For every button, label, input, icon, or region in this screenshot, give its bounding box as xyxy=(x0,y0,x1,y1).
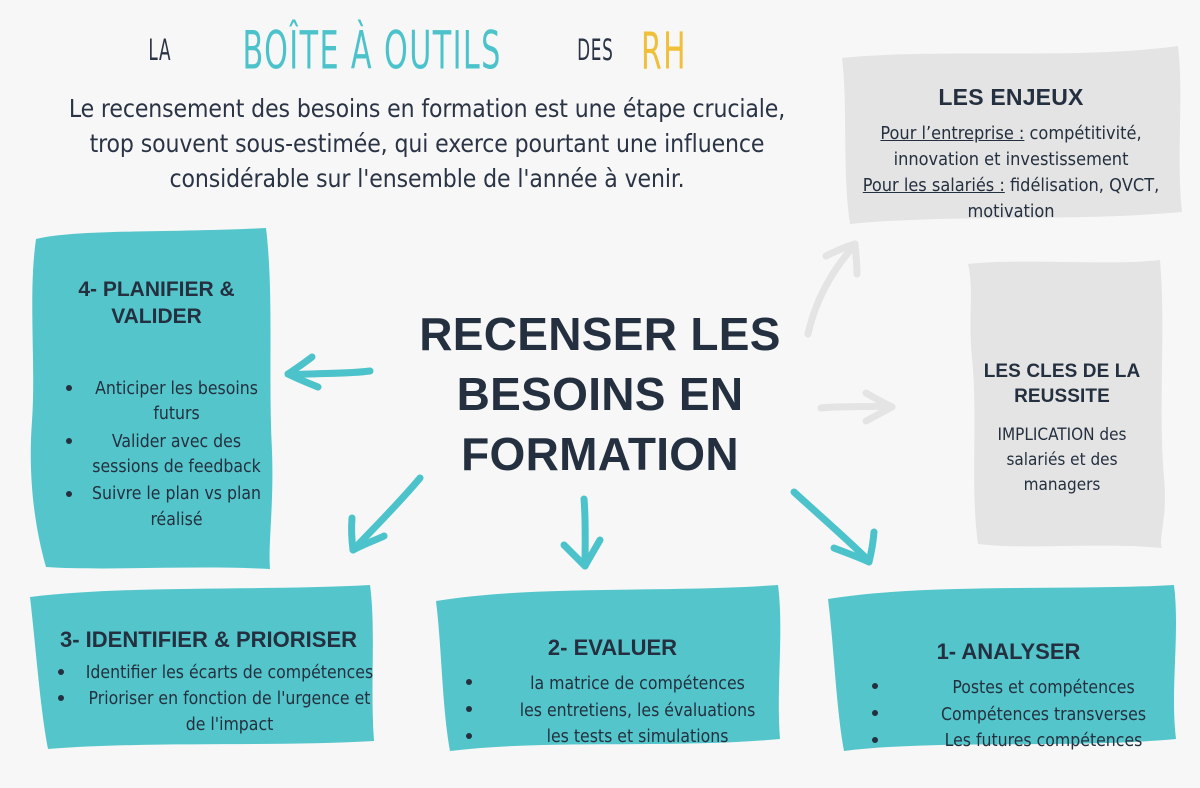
intro-paragraph: Le recensement des besoins en formation … xyxy=(68,94,786,193)
list-item-label: Postes et compétences xyxy=(952,678,1135,698)
bullet-icon xyxy=(466,732,472,739)
card-step-3-title: 3- IDENTIFIER & PRIORISER xyxy=(59,627,358,652)
list-item: Suivre le plan vs plan réalisé xyxy=(66,482,265,533)
brand-title: LA BOÎTE À OUTILS DES RH xyxy=(148,20,686,82)
arrow-down-left-to-step3-icon xyxy=(330,470,430,565)
arrow-down-to-step2-icon xyxy=(556,495,616,575)
card-les-cles-de-la-reussite[interactable]: LES CLES DE LA REUSSITE IMPLICATION des … xyxy=(948,258,1176,550)
card-les-cles-body: IMPLICATION des salariés et des managers xyxy=(997,425,1127,495)
list-item-label: Valider avec des sessions de feedback xyxy=(92,431,261,477)
list-item-label: Anticiper les besoins futurs xyxy=(95,378,258,425)
list-item: Prioriser en fonction de l'urgence et de… xyxy=(58,687,377,739)
brand-word-rh: RH xyxy=(641,21,688,81)
card-step-1-analyser[interactable]: 1- ANALYSER Postes et compétences Compét… xyxy=(818,583,1193,768)
card-step-1-title: 1- ANALYSER xyxy=(936,639,1081,664)
card-step-2-evaluer[interactable]: 2- EVALUER la matrice de compétences les… xyxy=(422,583,797,768)
card-les-enjeux-title: LES ENJEUX xyxy=(938,84,1084,110)
torn-paper-shape xyxy=(968,260,1165,548)
brand-word-boite-a-outils: BOÎTE À OUTILS xyxy=(242,20,503,82)
list-item-label: la matrice de compétences xyxy=(530,674,745,694)
list-item: Valider avec des sessions de feedback xyxy=(66,430,265,481)
torn-paper-shape xyxy=(842,46,1182,224)
list-item: Compétences transverses xyxy=(872,702,1177,729)
torn-paper-shape xyxy=(436,585,781,751)
card-step-4-planifier-valider[interactable]: 4- PLANIFIER & VALIDER Anticiper les bes… xyxy=(18,225,283,573)
label-pour-salaries: Pour les salariés : xyxy=(862,174,1005,196)
card-step-4-list: Anticiper les besoins futurs Valider ave… xyxy=(48,377,265,535)
torn-paper-shape xyxy=(828,585,1176,751)
list-item: les tests et simulations xyxy=(466,724,781,751)
list-item-label: Suivre le plan vs plan réalisé xyxy=(91,484,262,530)
bullet-icon xyxy=(872,736,878,743)
list-item-label: les tests et simulations xyxy=(546,727,729,748)
list-item: les entretiens, les évaluations xyxy=(466,698,781,725)
bullet-icon xyxy=(466,679,472,686)
arrow-up-right-to-enjeux-icon xyxy=(804,228,876,338)
list-item-label: Identifier les écarts de compétences xyxy=(85,663,374,683)
list-item: Les futures compétences xyxy=(872,728,1177,755)
arrow-right-to-cles-icon xyxy=(817,389,898,426)
bullet-icon xyxy=(872,683,878,690)
bullet-icon xyxy=(58,695,64,702)
page-title: RECENSER LES BESOINS EN FORMATION xyxy=(419,308,781,480)
text-pour-salaries: fidélisation, QVCT, motivation xyxy=(967,174,1160,222)
text-pour-entreprise: compétitivité, innovation et investissem… xyxy=(893,123,1142,170)
card-les-enjeux-body: Pour l’entreprise : compétitivité, innov… xyxy=(850,121,1172,225)
list-item: Identifier les écarts de compétences xyxy=(58,661,377,687)
card-step-1-list: Postes et compétences Compétences transv… xyxy=(840,675,1177,755)
bullet-icon xyxy=(66,490,72,497)
card-step-2-list: la matrice de compétences les entretiens… xyxy=(444,671,781,751)
card-step-4-title: 4- PLANIFIER & VALIDER xyxy=(78,278,235,328)
brand-word-des: DES xyxy=(576,34,614,68)
list-item: Postes et compétences xyxy=(872,675,1177,702)
list-item-label: les entretiens, les évaluations xyxy=(519,700,756,721)
card-step-3-identifier-prioriser[interactable]: 3- IDENTIFIER & PRIORISER Identifier les… xyxy=(18,583,393,768)
list-item-label: Compétences transverses xyxy=(940,704,1147,725)
torn-paper-shape xyxy=(30,228,273,569)
arrow-left-to-step4-icon xyxy=(278,348,374,398)
list-item-label: Les futures compétences xyxy=(944,731,1143,752)
bullet-icon xyxy=(872,709,878,716)
list-item-label: Prioriser en fonction de l'urgence et de… xyxy=(88,688,371,735)
bullet-icon xyxy=(466,705,472,712)
list-item: la matrice de compétences xyxy=(466,671,781,698)
card-les-cles-title: LES CLES DE LA REUSSITE xyxy=(983,361,1141,407)
label-pour-entreprise: Pour l’entreprise : xyxy=(880,123,1025,144)
bullet-icon xyxy=(66,385,72,392)
bullet-icon xyxy=(58,669,64,676)
card-les-enjeux[interactable]: LES ENJEUX Pour l’entreprise : compétiti… xyxy=(828,46,1194,228)
bullet-icon xyxy=(66,437,72,444)
arrow-down-right-to-step1-icon xyxy=(786,482,886,577)
torn-paper-shape xyxy=(30,585,374,749)
card-step-2-title: 2- EVALUER xyxy=(547,635,678,660)
list-item: Anticiper les besoins futurs xyxy=(66,377,265,428)
brand-word-la: LA xyxy=(148,34,171,68)
card-step-3-list: Identifier les écarts de compétences Pri… xyxy=(40,661,377,739)
